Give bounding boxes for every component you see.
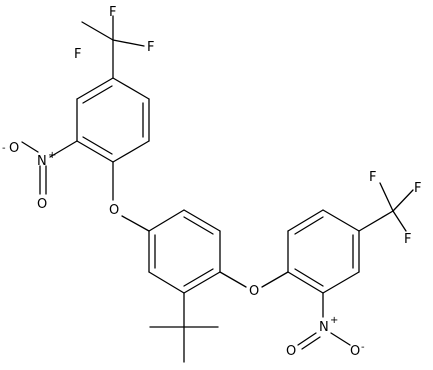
bond [358, 210, 394, 232]
nitrogen-atom: N [37, 154, 47, 169]
positive-charge: + [330, 315, 338, 326]
bond [330, 332, 351, 346]
bond [112, 140, 150, 163]
bond [183, 216, 214, 235]
fluorine-atom: F [404, 232, 411, 247]
oxygen-atom: O [286, 344, 296, 359]
bond [81, 21, 114, 41]
bond [294, 268, 324, 287]
bond [287, 271, 324, 294]
fluorine-atom: F [369, 170, 376, 185]
bond [392, 210, 407, 232]
benzene-ring-central [148, 209, 221, 294]
bond [379, 182, 394, 212]
cf3-group-right: F F F [358, 170, 421, 247]
bond [183, 268, 214, 287]
bond [183, 271, 221, 294]
bond [82, 85, 113, 104]
fluorine-atom: F [414, 181, 421, 196]
bond [322, 209, 360, 232]
positive-charge: + [48, 150, 56, 161]
cf3-group-left: F F F [74, 5, 154, 79]
bond [112, 77, 150, 100]
bond [148, 271, 185, 294]
fluorine-atom: F [74, 47, 81, 62]
oxygen-atom: O [109, 203, 119, 218]
negative-charge: - [361, 342, 365, 353]
ether-oxygen-lower: O [219, 271, 289, 299]
bond [301, 336, 321, 350]
benzene-ring-upper [76, 77, 150, 163]
bond [49, 140, 78, 158]
bond [297, 332, 317, 346]
nitrogen-atom: N [319, 320, 329, 335]
fluorine-atom: F [109, 5, 116, 20]
oxygen-atom: O [350, 344, 360, 359]
oxygen-atom: O [249, 284, 259, 299]
bond [76, 140, 114, 163]
ether-oxygen-upper: O [109, 161, 150, 232]
nitro-group-right: N + O O - [286, 292, 365, 359]
fluorine-atom: F [147, 40, 154, 55]
bond [287, 209, 324, 232]
benzene-ring-right [287, 209, 360, 294]
bond [82, 136, 113, 155]
bond [294, 216, 324, 235]
bond [76, 77, 114, 100]
oxygen-atom: O [37, 197, 47, 212]
oxygen-atom: O [9, 141, 19, 156]
bond [322, 271, 360, 294]
nitro-group-left: O - N + O [2, 140, 78, 212]
tert-butyl-group [149, 292, 219, 363]
bond [219, 271, 247, 288]
bond [112, 39, 145, 47]
bond [392, 189, 414, 212]
negative-charge: - [2, 143, 6, 154]
bond [21, 141, 39, 153]
bond [148, 209, 185, 232]
bond [183, 209, 221, 232]
bond [121, 215, 150, 232]
bond [261, 271, 289, 288]
